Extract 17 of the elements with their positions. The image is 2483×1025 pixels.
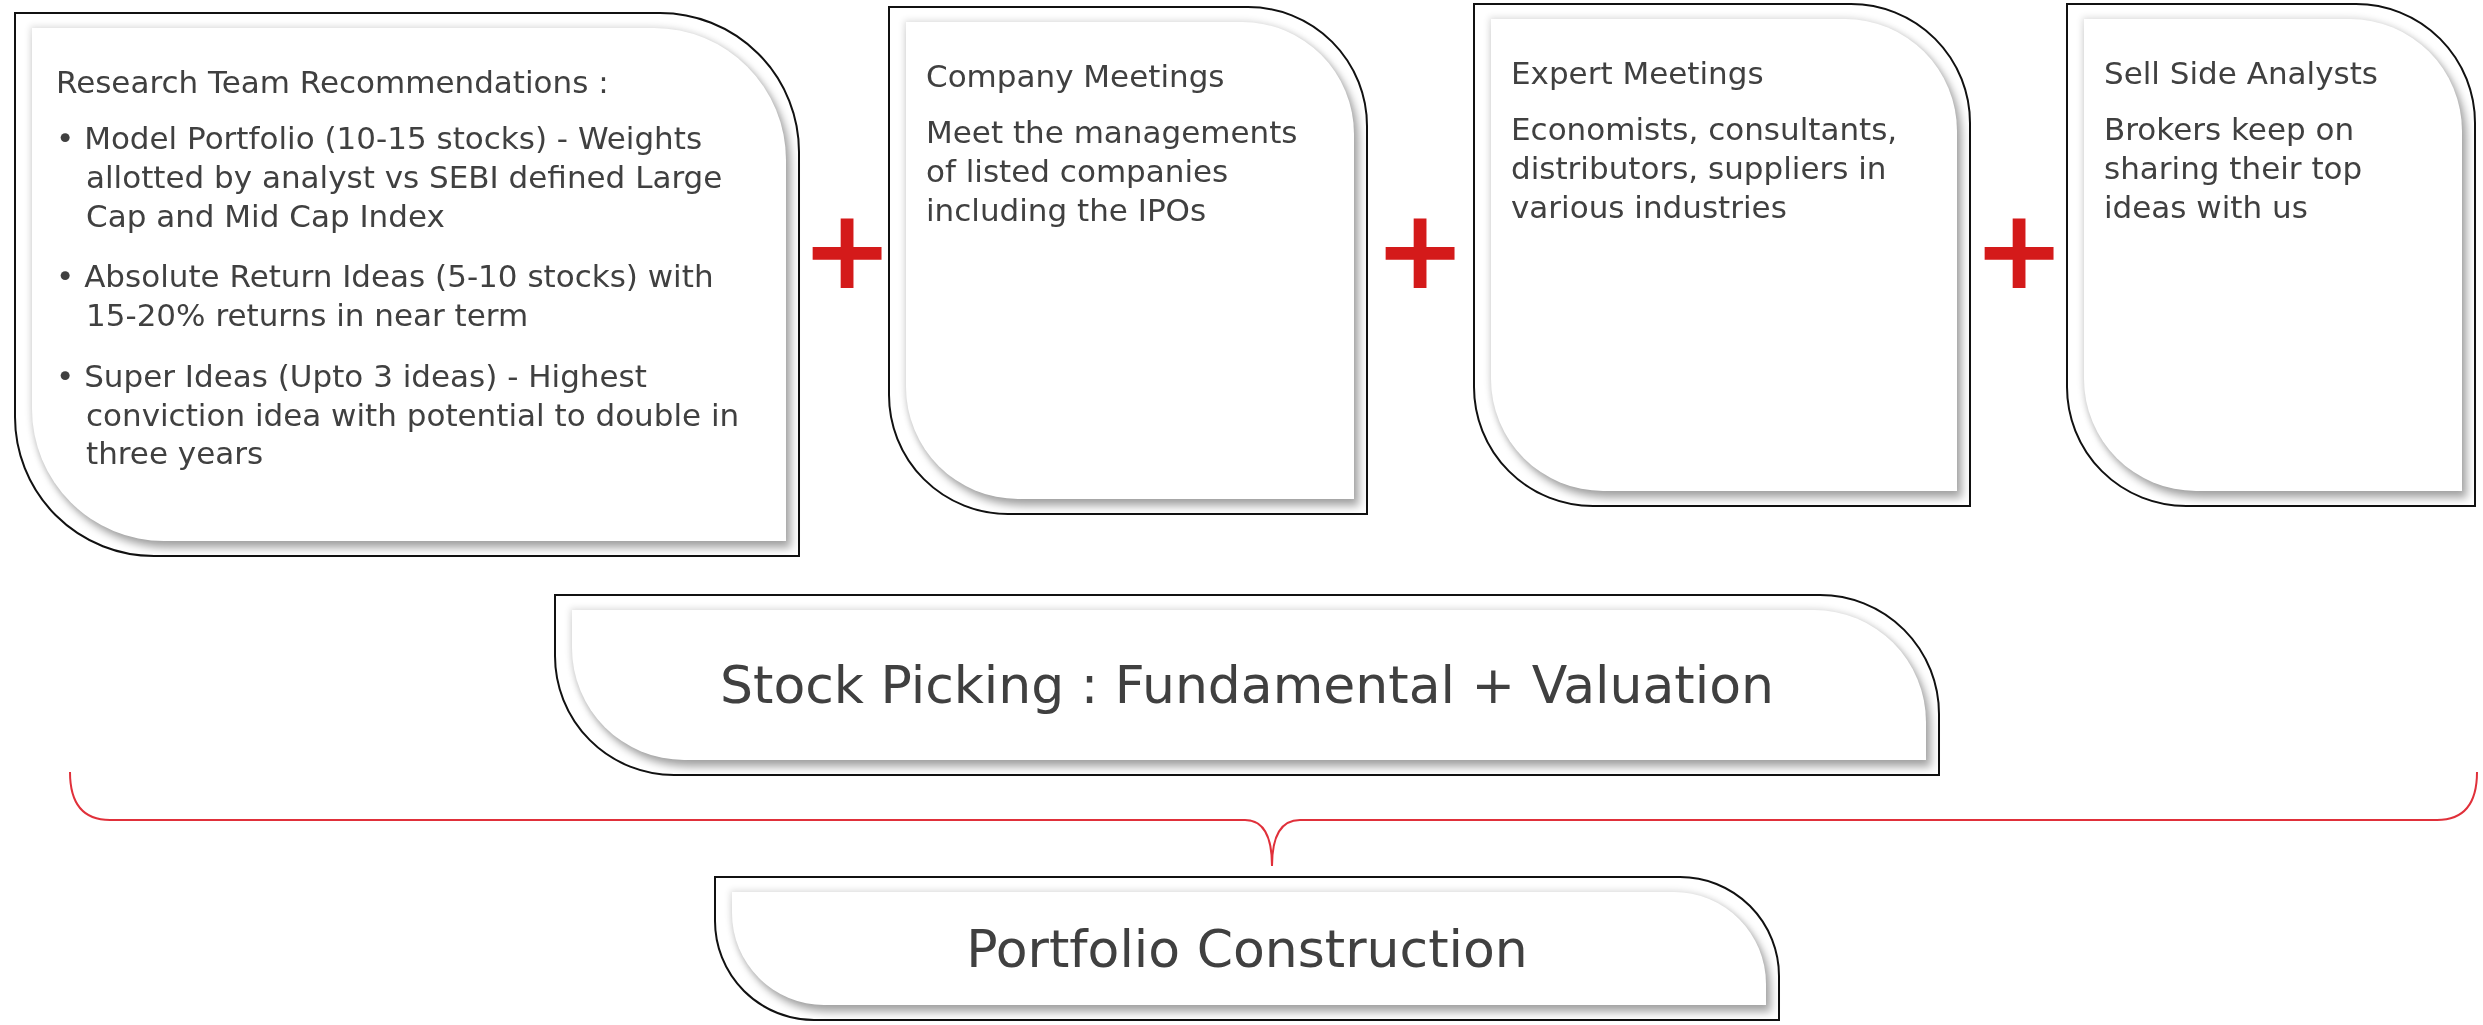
box-heading: Expert Meetings <box>1511 55 1765 93</box>
box-text: Brokers keep on sharing their top ideas with us <box>2104 110 2364 227</box>
box-text: Meet the managements of listed companies including the IPOs <box>926 113 1299 230</box>
box-heading: Research Team Recommendations : <box>56 64 610 102</box>
box-heading: Sell Side Analysts <box>2104 55 2379 93</box>
box-heading: Company Meetings <box>926 58 1226 96</box>
bullet-text: • Model Portfolio (10-15 stocks) - Weights allotted by analyst vs SEBI defined Large Cap and Mid Cap Index <box>56 119 724 236</box>
rounded-card <box>554 594 1940 776</box>
bullet-text: • Super Ideas (Upto 3 ideas) - Highest conviction idea with potential to double in three years <box>56 356 741 474</box>
plus-sign: + <box>1972 195 2066 305</box>
box-title: Stock Picking : Fundamental + Valuation <box>720 655 1774 715</box>
rounded-card <box>714 876 1780 1021</box>
bullet-text: • Absolute Return Ideas (5-10 stocks) with 15-20% returns in near term <box>56 257 715 335</box>
plus-sign: + <box>800 195 894 305</box>
box-text: Economists, consultants, distributors, suppliers in various industries <box>1511 110 1899 227</box>
plus-sign: + <box>1373 195 1467 305</box>
box-title: Portfolio Construction <box>966 918 1528 979</box>
